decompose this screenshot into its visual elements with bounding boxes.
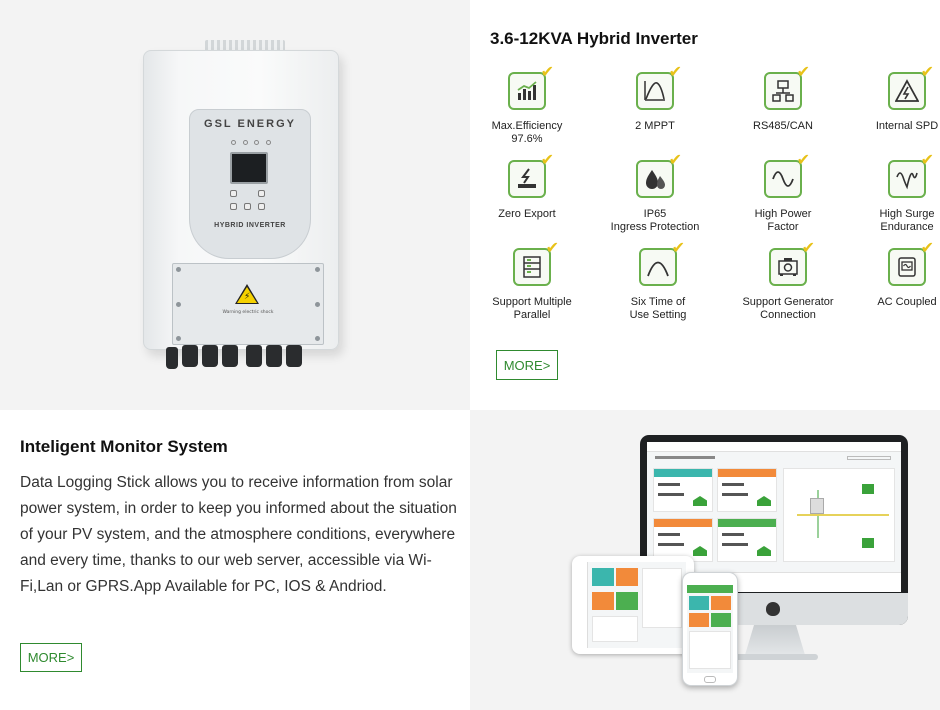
- inverter-buttons: [228, 190, 272, 214]
- inverter-front-panel: GSL ENERGY HYBRID INVERTER: [189, 109, 311, 259]
- monitoring-devices-image: [470, 410, 940, 710]
- sine-wave-icon: [772, 171, 794, 187]
- feature-rs485-can: ✔ RS485/CAN: [728, 64, 838, 133]
- inverter-display: [230, 152, 268, 184]
- feature-multiple-parallel: ✔ Support Multiple Parallel: [477, 240, 587, 322]
- feature-label: IP65 Ingress Protection: [610, 208, 700, 233]
- feature-label: 2 MPPT: [635, 120, 675, 132]
- check-icon: ✔: [920, 62, 934, 81]
- feature-label: Support Multiple Parallel: [492, 296, 572, 321]
- check-icon: ✔: [796, 62, 810, 81]
- inverter-terminal-cover: ⚡ Warning electric shock: [172, 263, 324, 345]
- surge-protection-icon: [895, 79, 919, 102]
- check-icon: ✔: [801, 238, 815, 257]
- feature-high-surge-endurance: ✔ High Surge Endurance: [852, 152, 940, 234]
- check-icon: ✔: [668, 150, 682, 169]
- features-more-button[interactable]: MORE>: [496, 350, 558, 380]
- product-image-panel: GSL ENERGY HYBRID INVERTER ⚡: [0, 0, 470, 410]
- cable-glands: [166, 345, 316, 371]
- inverter-leds: [228, 140, 274, 145]
- feature-zero-export: ✔ Zero Export: [472, 152, 582, 221]
- phone-device: [682, 572, 738, 686]
- surge-wave-icon: [896, 172, 918, 190]
- feature-label: Support Generator Connection: [742, 296, 834, 321]
- monitor-title: Inteligent Monitor System: [20, 437, 228, 456]
- check-icon: ✔: [920, 238, 934, 257]
- feature-label: RS485/CAN: [753, 120, 813, 132]
- feature-label: High Surge Endurance: [879, 208, 935, 233]
- feature-generator-connection: ✔ Support Generator Connection: [733, 240, 843, 322]
- mppt-curve-icon: [644, 81, 665, 101]
- warning-label: Warning electric shock: [222, 310, 274, 315]
- zero-export-icon: [518, 168, 536, 188]
- feature-label: AC Coupled: [877, 296, 937, 308]
- inverter-image: GSL ENERGY HYBRID INVERTER ⚡: [143, 50, 339, 350]
- ac-coupled-icon: [898, 257, 916, 277]
- feature-label: High Power Factor: [754, 208, 812, 233]
- feature-label: Zero Export: [498, 208, 556, 220]
- check-icon: ✔: [545, 238, 559, 257]
- time-curve-icon: [647, 261, 669, 277]
- feature-ac-coupled: ✔ AC Coupled: [852, 240, 940, 309]
- feature-label: Internal SPD: [875, 120, 939, 132]
- feature-max-efficiency: ✔ Max.Efficiency 97.6%: [472, 64, 582, 146]
- monitor-description: Data Logging Stick allows you to receive…: [20, 474, 457, 595]
- feature-label: Six Time of Use Setting: [629, 296, 687, 321]
- feature-time-of-use: ✔ Six Time of Use Setting: [603, 240, 713, 322]
- parallel-stack-icon: [523, 256, 541, 278]
- feature-label: Max.Efficiency 97.6%: [491, 120, 563, 145]
- check-icon: ✔: [920, 150, 934, 169]
- check-icon: ✔: [671, 238, 685, 257]
- efficiency-chart-icon: [517, 81, 537, 100]
- features-title: 3.6-12KVA Hybrid Inverter: [490, 29, 698, 48]
- network-icon: [772, 80, 794, 102]
- feature-high-power-factor: ✔ High Power Factor: [728, 152, 838, 234]
- check-icon: ✔: [540, 62, 554, 81]
- feature-ip65: ✔ IP65 Ingress Protection: [600, 152, 710, 234]
- feature-internal-spd: ✔ Internal SPD: [852, 64, 940, 133]
- inverter-model-label: HYBRID INVERTER: [214, 222, 286, 229]
- water-drop-icon: [646, 170, 665, 189]
- generator-icon: [778, 258, 798, 276]
- check-icon: ✔: [796, 150, 810, 169]
- check-icon: ✔: [668, 62, 682, 81]
- apple-logo-icon: [766, 602, 780, 616]
- monitor-more-button[interactable]: MORE>: [20, 643, 82, 672]
- inverter-brand-logo: GSL ENERGY: [204, 118, 296, 130]
- tablet-device: [572, 556, 694, 654]
- feature-2-mppt: ✔ 2 MPPT: [600, 64, 710, 133]
- check-icon: ✔: [540, 150, 554, 169]
